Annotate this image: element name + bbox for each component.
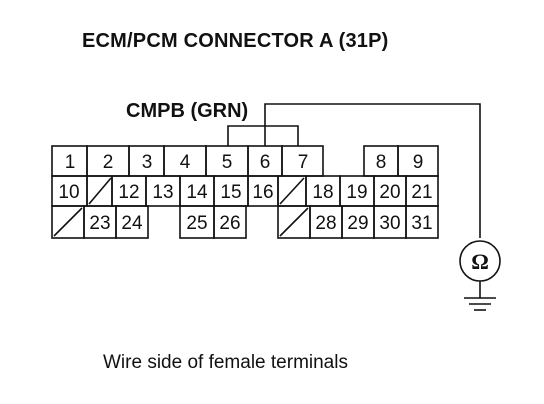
pin-label: 10 xyxy=(58,182,79,203)
pin-label: 2 xyxy=(103,152,114,173)
pin-label: 8 xyxy=(376,152,387,173)
cavity-26 xyxy=(213,205,247,239)
diagram-caption: Wire side of female terminals xyxy=(103,352,348,373)
blank-slash xyxy=(279,207,309,237)
pin-label: 9 xyxy=(413,152,424,173)
pin-label: 15 xyxy=(220,182,241,203)
pin-numbers: 1 2 3 4 5 6 7 8 9 10 12 13 14 15 16 18 1… xyxy=(58,152,432,234)
pin-label: 3 xyxy=(142,152,153,173)
connector-outline xyxy=(51,103,501,311)
cavity-31 xyxy=(405,205,439,239)
ohm-symbol: Ω xyxy=(471,249,489,274)
pin-label: 19 xyxy=(346,182,367,203)
probe-wire xyxy=(264,103,481,238)
pin-label: 26 xyxy=(219,213,240,234)
wire-label: CMPB (GRN) xyxy=(126,100,249,122)
pin-label: 20 xyxy=(379,182,400,203)
diagram-title: ECM/PCM CONNECTOR A (31P) xyxy=(82,30,389,52)
pin-label: 30 xyxy=(379,213,400,234)
pin-label: 4 xyxy=(180,152,191,173)
pin-label: 1 xyxy=(65,152,76,173)
cavity-24 xyxy=(115,205,149,239)
pin-label: 6 xyxy=(260,152,271,173)
pin-label: 14 xyxy=(186,182,208,203)
blank-slash xyxy=(88,177,112,205)
pin-label: 18 xyxy=(312,182,333,203)
ohmmeter-icon: Ω xyxy=(471,249,489,274)
pin-label: 13 xyxy=(152,182,173,203)
pin-label: 5 xyxy=(222,152,233,173)
pin-label: 12 xyxy=(118,182,139,203)
blank-slash xyxy=(53,207,83,237)
pin-label: 16 xyxy=(252,182,273,203)
pin-label: 23 xyxy=(89,213,110,234)
lock-tab xyxy=(227,125,299,146)
pin-label: 31 xyxy=(411,213,432,234)
pin-label: 28 xyxy=(315,213,336,234)
pin-label: 25 xyxy=(186,213,207,234)
blank-slash xyxy=(279,177,305,205)
pin-label: 21 xyxy=(411,182,432,203)
pin-label: 24 xyxy=(121,213,143,234)
pin-label: 7 xyxy=(298,152,309,173)
pin-label: 29 xyxy=(347,213,368,234)
